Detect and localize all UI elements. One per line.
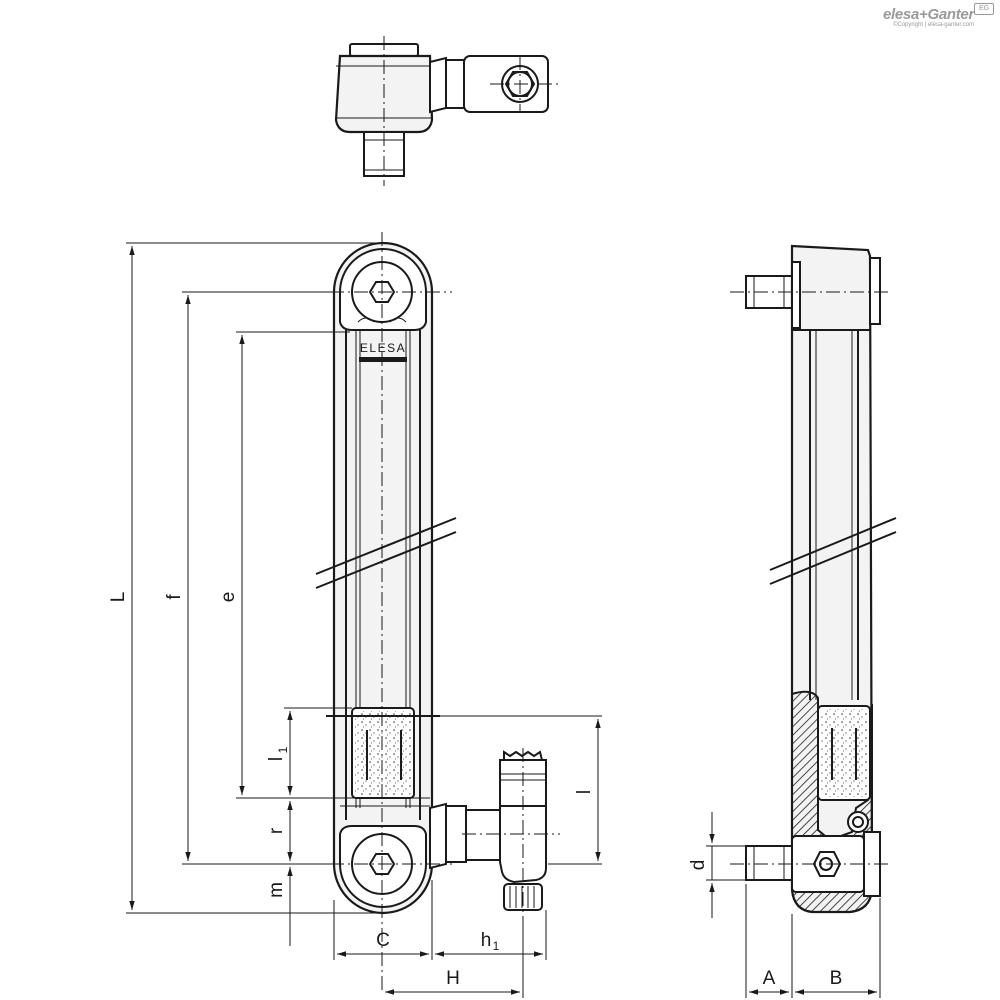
brand-name: elesa+Ganter <box>882 6 974 23</box>
dim-h1-sub: 1 <box>493 939 500 953</box>
dim-H: H <box>446 968 460 989</box>
dim-l: l <box>574 790 595 794</box>
dim-r: r <box>266 827 287 834</box>
brand-badge: EG <box>974 3 994 15</box>
brand-copyright: ©Copyright | elesa-ganter.com <box>892 22 974 28</box>
side-view: d A B <box>688 244 897 998</box>
front-dimensions: L f e l 1 r m l C h 1 H <box>108 242 602 998</box>
dim-l1: l <box>266 757 287 761</box>
brand-logo: elesa+Ganter ©Copyright | elesa-ganter.c… <box>883 6 974 28</box>
dim-m: m <box>266 882 287 898</box>
dim-l1-sub: 1 <box>276 746 290 753</box>
front-view: ELESA <box>315 232 560 990</box>
dim-e: e <box>218 592 239 603</box>
dim-B: B <box>830 968 843 989</box>
dim-A: A <box>763 968 776 989</box>
dim-L: L <box>108 592 129 603</box>
dim-d: d <box>688 860 709 871</box>
dim-f: f <box>164 594 185 600</box>
dim-C: C <box>376 930 390 951</box>
part-marking: ELESA <box>360 341 406 355</box>
dim-h1: h <box>481 930 492 951</box>
top-view <box>334 36 558 186</box>
